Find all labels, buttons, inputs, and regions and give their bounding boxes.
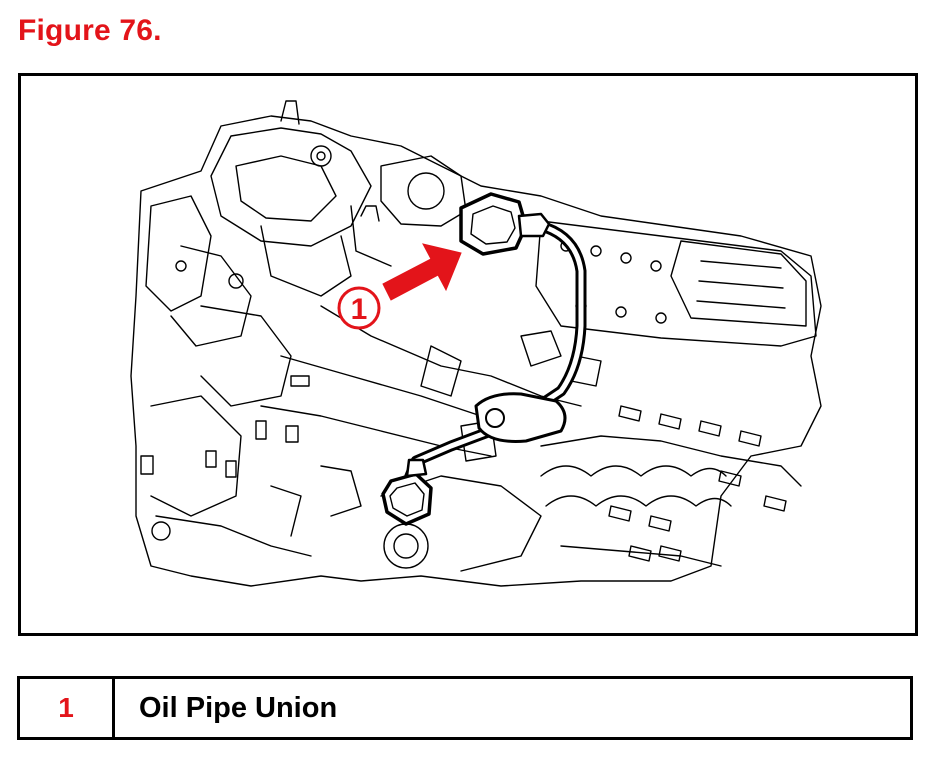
callout-marker: 1 bbox=[337, 286, 381, 330]
engine-block-drawing bbox=[130, 100, 822, 587]
legend-item-number: 1 bbox=[20, 679, 115, 737]
engine-illustration: 1 bbox=[130, 100, 822, 587]
engine-illustration-frame: 1 bbox=[18, 73, 918, 636]
pipe-bracket bbox=[474, 392, 567, 443]
oil-pipe-union-bolt bbox=[459, 192, 551, 256]
callout-number: 1 bbox=[351, 293, 368, 326]
legend-table: 1 Oil Pipe Union bbox=[17, 676, 913, 740]
callout-arrow bbox=[382, 243, 462, 301]
legend-item-label: Oil Pipe Union bbox=[139, 691, 338, 724]
figure-title: Figure 76. bbox=[18, 14, 162, 47]
lower-union-bolt bbox=[381, 458, 433, 526]
